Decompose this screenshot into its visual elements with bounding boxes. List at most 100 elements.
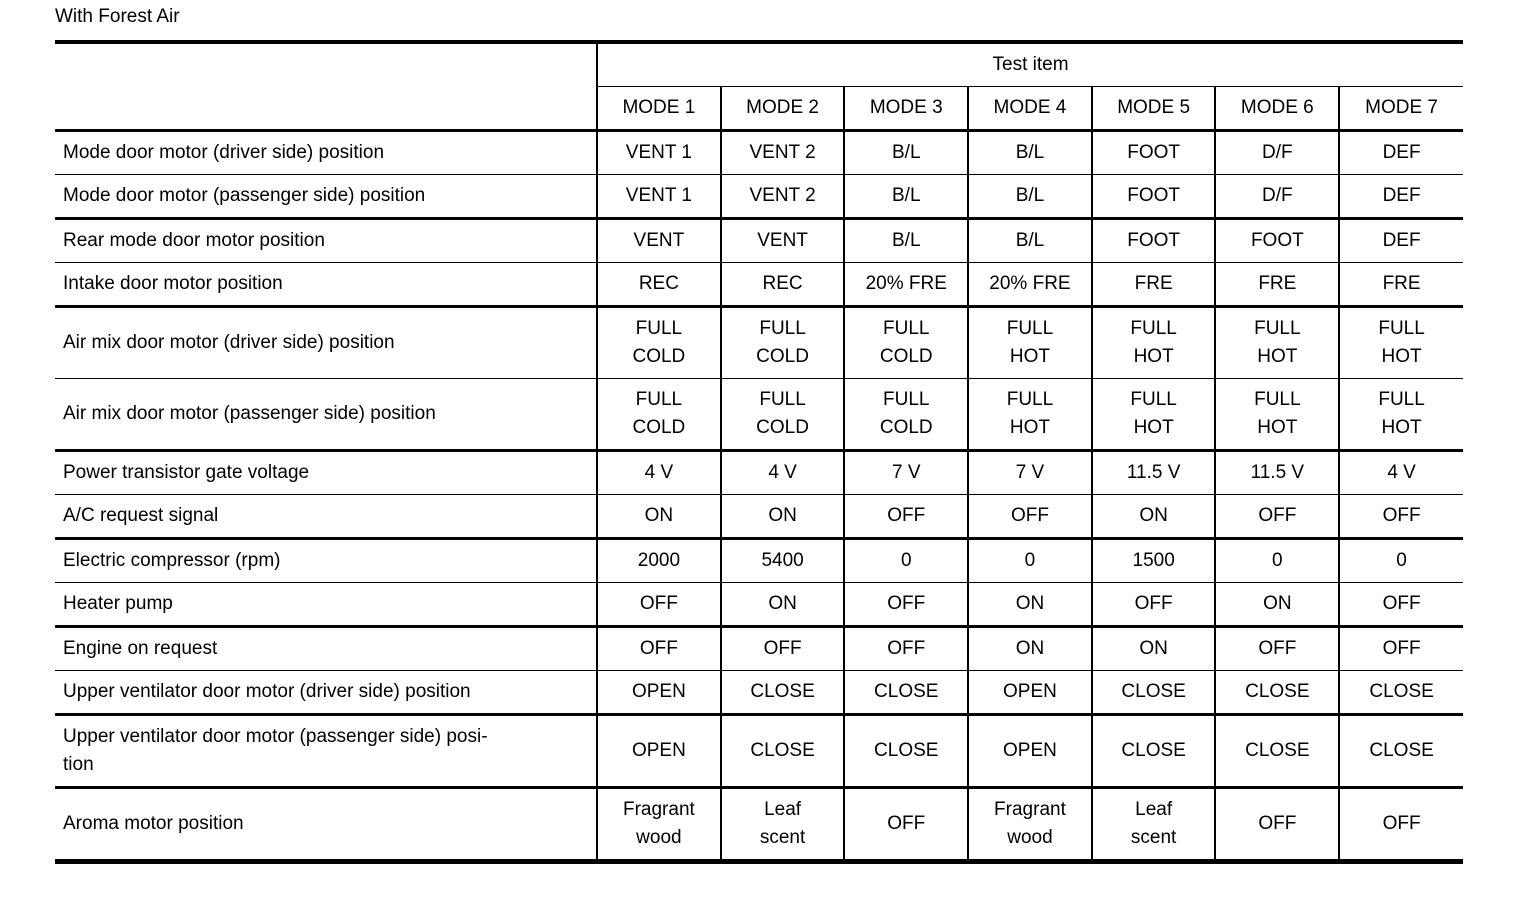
value-cell: OFF: [843, 626, 969, 671]
value-cell: OFF: [1214, 494, 1340, 540]
value-cell: VENT 2: [719, 174, 845, 220]
value-cell: FULL COLD: [843, 306, 969, 379]
value-cell: OFF: [843, 787, 969, 862]
mode-column-header: MODE 2: [719, 86, 845, 132]
row-label: Air mix door motor (passenger side) posi…: [55, 378, 599, 452]
value-cell: OFF: [1338, 494, 1463, 540]
value-cell: FULL COLD: [719, 306, 845, 379]
value-cell: VENT 2: [719, 130, 845, 175]
table-header: Test item MODE 1 MODE 2 MODE 3 MODE 4 MO…: [55, 42, 1463, 132]
value-cell: OFF: [1214, 626, 1340, 671]
table-row: Mode door motor (passenger side) positio…: [55, 174, 1463, 220]
value-cell: OFF: [1090, 582, 1216, 628]
row-label: Upper ventilator door motor (passenger s…: [55, 714, 599, 789]
table-row: Upper ventilator door motor (passenger s…: [55, 714, 1463, 789]
row-label: Aroma motor position: [55, 787, 599, 862]
value-cell: B/L: [843, 218, 969, 263]
value-cell: FOOT: [1090, 174, 1216, 220]
value-cell: FULL HOT: [1090, 378, 1216, 452]
test-item-group-header: Test item: [596, 42, 1463, 87]
value-cell: VENT: [719, 218, 845, 263]
value-cell: FULL HOT: [1090, 306, 1216, 379]
value-cell: B/L: [967, 174, 1092, 220]
value-cell: VENT 1: [596, 130, 721, 175]
value-cell: 11.5 V: [1090, 450, 1216, 495]
value-cell: ON: [1214, 582, 1340, 628]
value-cell: CLOSE: [1214, 714, 1340, 789]
value-cell: FULL HOT: [967, 306, 1092, 379]
value-cell: FULL COLD: [596, 378, 721, 452]
value-cell: ON: [596, 494, 721, 540]
value-cell: 7 V: [967, 450, 1092, 495]
value-cell: CLOSE: [1338, 714, 1463, 789]
value-cell: 0: [1338, 538, 1463, 583]
value-cell: OFF: [596, 626, 721, 671]
value-cell: CLOSE: [719, 714, 845, 789]
value-cell: 1500: [1090, 538, 1216, 583]
row-label: Air mix door motor (driver side) positio…: [55, 306, 599, 379]
value-cell: 4 V: [1338, 450, 1463, 495]
mode-column-header: MODE 7: [1338, 86, 1463, 132]
value-cell: 20% FRE: [843, 262, 969, 308]
table-row: Air mix door motor (passenger side) posi…: [55, 378, 1463, 452]
value-cell: D/F: [1214, 130, 1340, 175]
value-cell: CLOSE: [719, 670, 845, 716]
value-cell: FULL COLD: [843, 378, 969, 452]
value-cell: VENT: [596, 218, 721, 263]
mode-column-header: MODE 5: [1090, 86, 1216, 132]
value-cell: FOOT: [1090, 130, 1216, 175]
row-label: A/C request signal: [55, 494, 599, 540]
value-cell: ON: [967, 582, 1092, 628]
row-label: Rear mode door motor position: [55, 218, 599, 263]
value-cell: ON: [719, 582, 845, 628]
value-cell: 0: [967, 538, 1092, 583]
test-item-table: Test item MODE 1 MODE 2 MODE 3 MODE 4 MO…: [55, 40, 1463, 864]
value-cell: DEF: [1338, 130, 1463, 175]
table-row: Upper ventilator door motor (driver side…: [55, 670, 1463, 716]
value-cell: FOOT: [1214, 218, 1340, 263]
value-cell: FRE: [1338, 262, 1463, 308]
mode-column-header: MODE 4: [967, 86, 1092, 132]
value-cell: CLOSE: [843, 714, 969, 789]
value-cell: OFF: [1338, 582, 1463, 628]
row-label: Mode door motor (driver side) position: [55, 130, 599, 175]
row-label: Engine on request: [55, 626, 599, 671]
value-cell: OFF: [1338, 787, 1463, 862]
value-cell: Leaf scent: [1090, 787, 1216, 862]
value-cell: DEF: [1338, 174, 1463, 220]
value-cell: B/L: [967, 130, 1092, 175]
value-cell: 7 V: [843, 450, 969, 495]
header-group-row: Test item: [55, 42, 1463, 132]
value-cell: OFF: [843, 582, 969, 628]
value-cell: CLOSE: [1090, 714, 1216, 789]
row-label: Electric compressor (rpm): [55, 538, 599, 583]
value-cell: OFF: [596, 582, 721, 628]
value-cell: ON: [719, 494, 845, 540]
value-cell: FRE: [1214, 262, 1340, 308]
value-cell: CLOSE: [1090, 670, 1216, 716]
value-cell: FULL COLD: [719, 378, 845, 452]
value-cell: OFF: [967, 494, 1092, 540]
row-label: Power transistor gate voltage: [55, 450, 599, 495]
value-cell: Leaf scent: [719, 787, 845, 862]
value-cell: FULL HOT: [1214, 306, 1340, 379]
value-cell: 0: [1214, 538, 1340, 583]
value-cell: 20% FRE: [967, 262, 1092, 308]
value-cell: FRE: [1090, 262, 1216, 308]
value-cell: Fragrant wood: [596, 787, 721, 862]
value-cell: OPEN: [967, 670, 1092, 716]
value-cell: OPEN: [596, 714, 721, 789]
value-cell: Fragrant wood: [967, 787, 1092, 862]
value-cell: CLOSE: [843, 670, 969, 716]
value-cell: CLOSE: [1338, 670, 1463, 716]
value-cell: B/L: [967, 218, 1092, 263]
value-cell: DEF: [1338, 218, 1463, 263]
